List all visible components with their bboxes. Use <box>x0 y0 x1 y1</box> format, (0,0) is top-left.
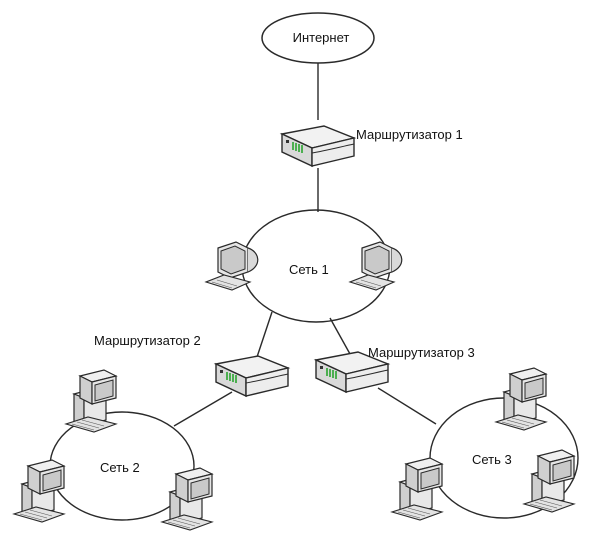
network-3-pc-left-icon <box>391 457 443 521</box>
link-router3-network3 <box>377 387 437 425</box>
router-1-label: Маршрутизатор 1 <box>356 127 463 142</box>
network-2-pc-right-icon <box>161 467 213 531</box>
network-1-workstation-left-icon <box>205 241 259 291</box>
internet-label: Интернет <box>292 30 350 45</box>
network-1-workstation-right-icon <box>349 241 403 291</box>
network-1-label: Сеть 1 <box>289 262 329 277</box>
router-3-label: Маршрутизатор 3 <box>368 345 475 360</box>
network-3-label: Сеть 3 <box>472 452 512 467</box>
network-2-pc-left-icon <box>13 459 65 523</box>
network-2-pc-top-icon <box>65 369 117 433</box>
internet-cloud <box>261 12 375 64</box>
network-2-label: Сеть 2 <box>100 460 140 475</box>
router-1-icon <box>281 125 355 167</box>
network-3-pc-right-icon <box>523 449 575 513</box>
link-network1-router3 <box>329 317 351 355</box>
link-router2-network2 <box>173 391 233 427</box>
network-3-pc-top-icon <box>495 367 547 431</box>
router-2-icon <box>215 355 289 397</box>
router-2-label: Маршрутизатор 2 <box>94 333 201 348</box>
